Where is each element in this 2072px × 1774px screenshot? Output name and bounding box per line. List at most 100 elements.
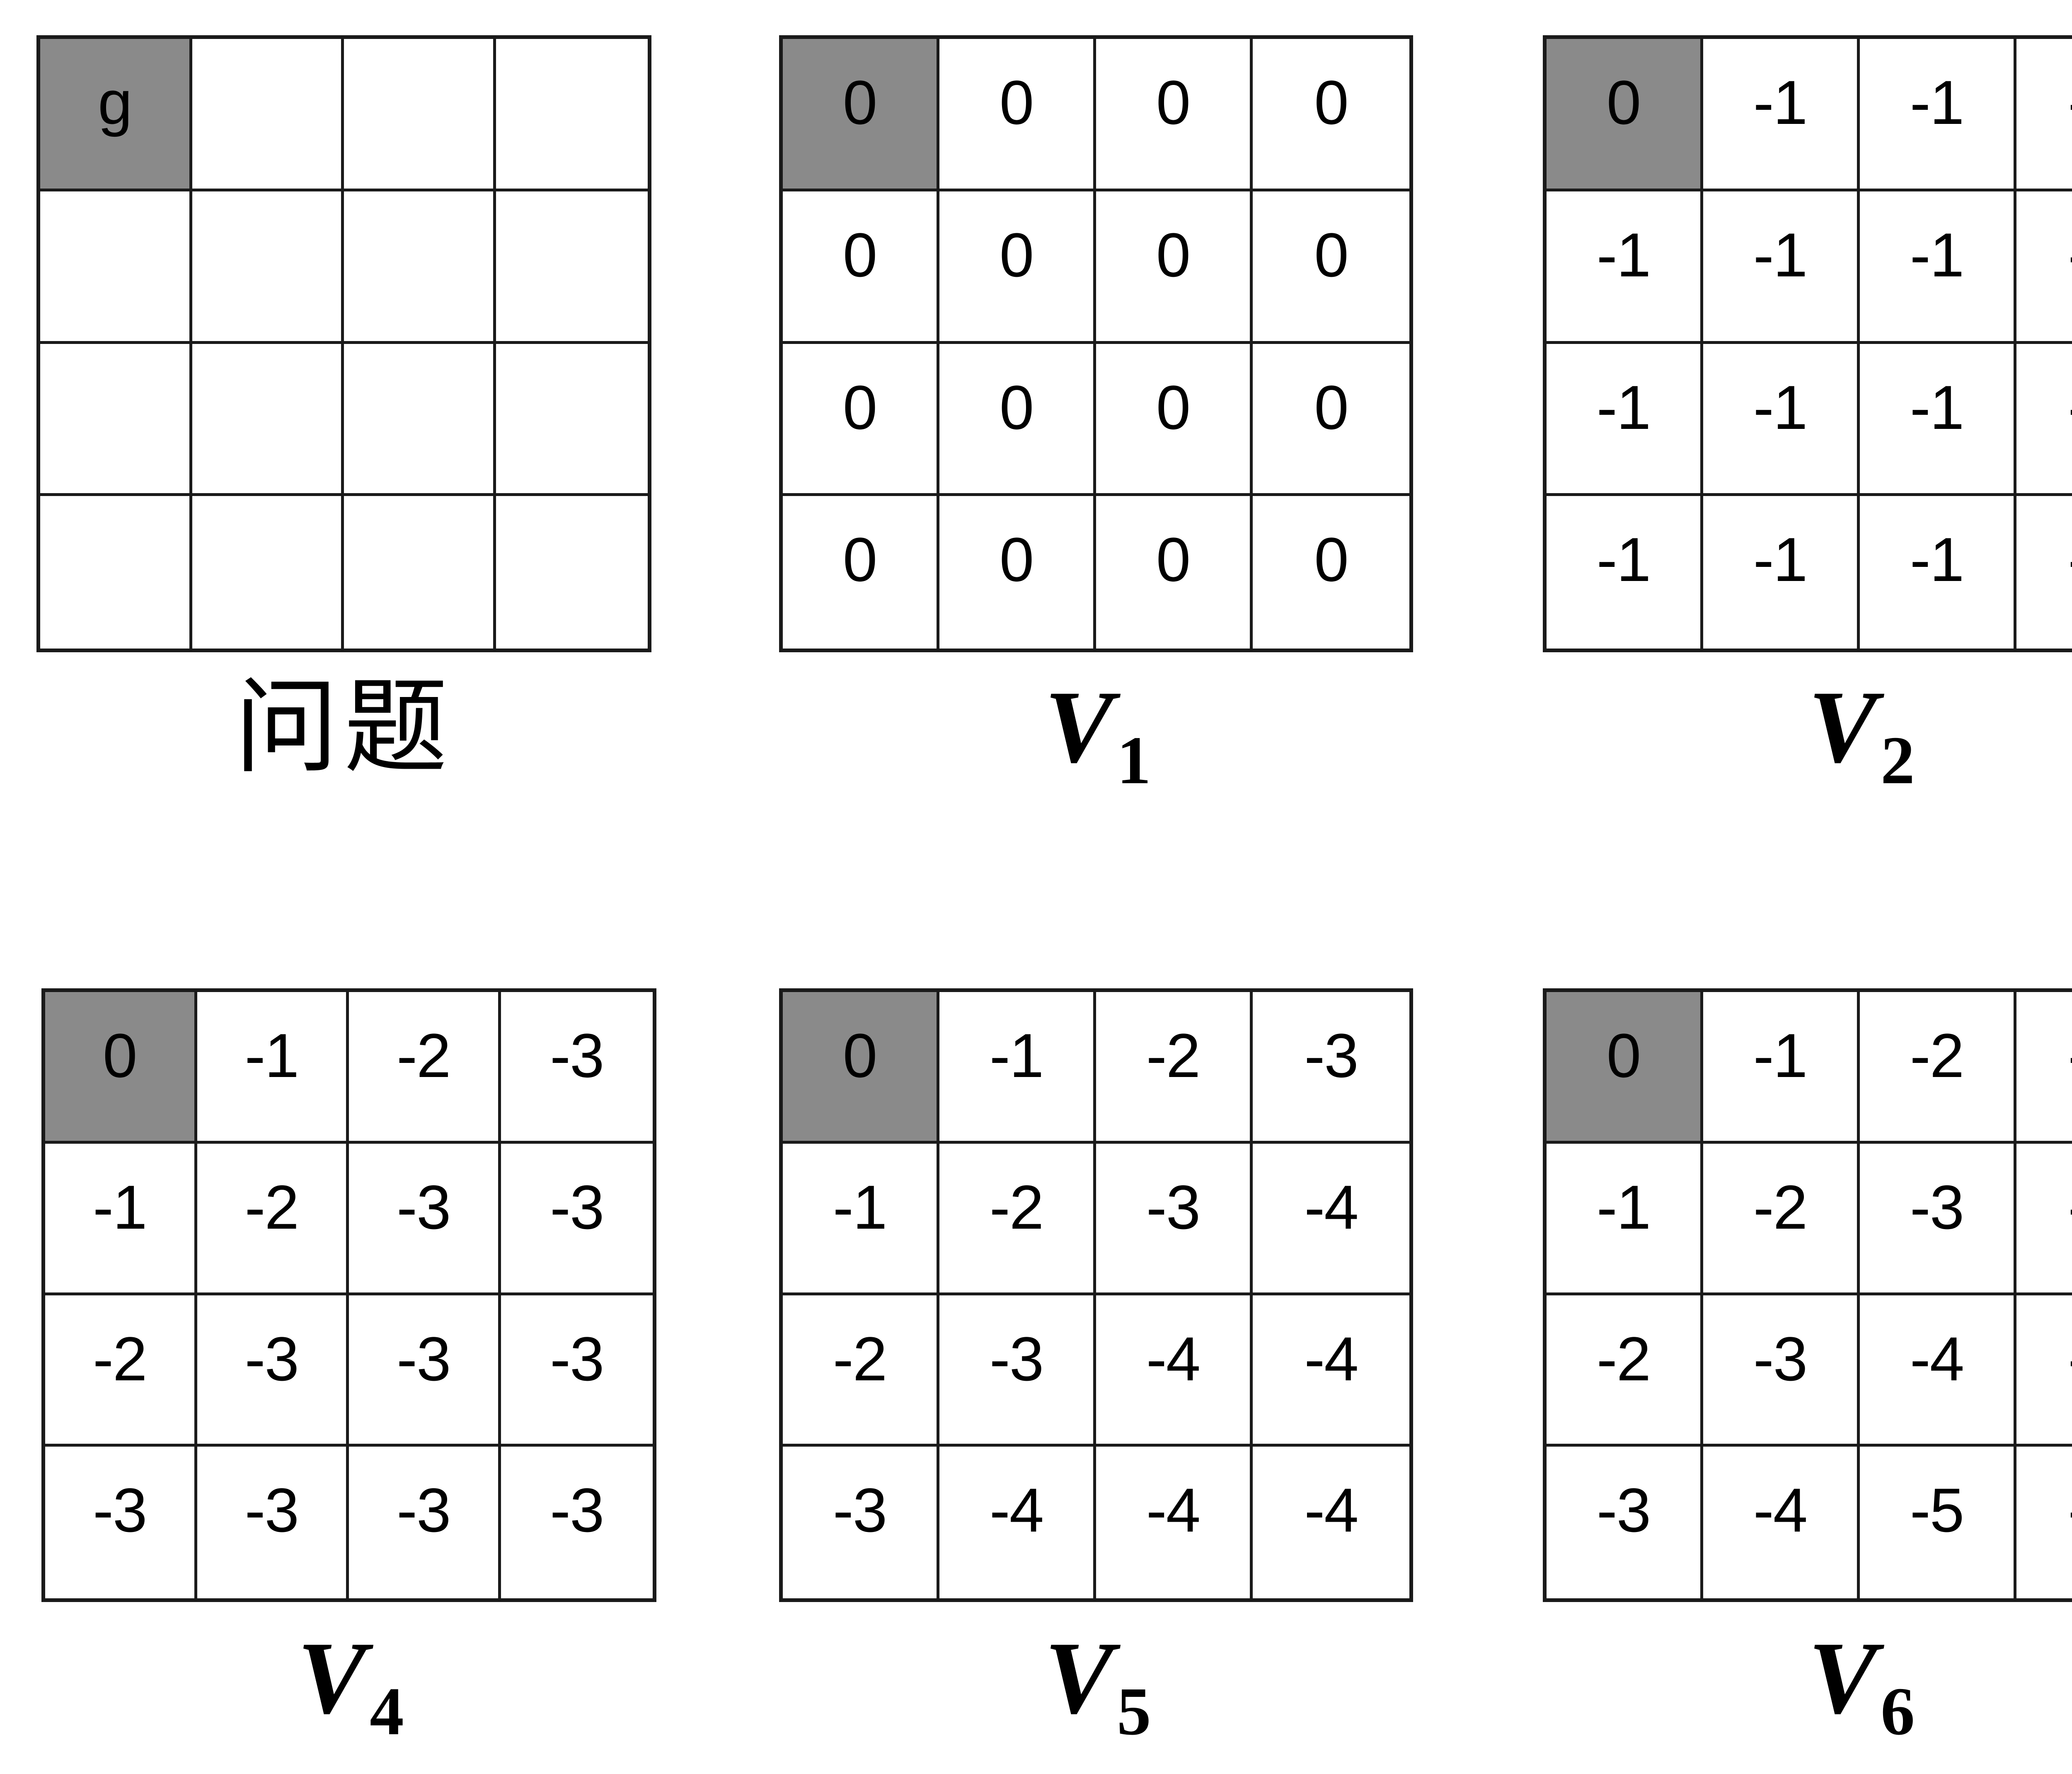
grid-cell: -3: [349, 1447, 501, 1598]
grid-cell: -3: [939, 1295, 1096, 1447]
grid-cell-value: 0: [1156, 372, 1191, 442]
grid-cell-value: -1: [1596, 372, 1651, 442]
caption-subscript: 1: [1117, 722, 1151, 798]
caption-symbol: V: [1044, 1621, 1114, 1735]
grid-cell: -4: [1703, 1447, 1860, 1598]
panel-caption-V1: V1: [779, 675, 1413, 795]
grid-cell-value: -1: [1910, 525, 1964, 595]
grid-cell: 0: [1096, 496, 1253, 649]
grid-cell: -1: [1860, 191, 2016, 344]
grid-cell: -4: [1860, 1295, 2016, 1447]
grid-cell: -3: [501, 1295, 653, 1447]
grid-cell-value: -3: [93, 1475, 147, 1545]
grid-cell-value: -3: [550, 1021, 604, 1090]
grid-cell: -2: [1096, 992, 1253, 1144]
grid-cell: -4: [1253, 1447, 1409, 1598]
grid-cell: -2: [783, 1295, 939, 1447]
grid-cell-value: -1: [93, 1172, 147, 1242]
grid-cell-value: -4: [1910, 1324, 1964, 1394]
grid-cell-value: -1: [1910, 68, 1964, 137]
grid-cell-value: 0: [999, 372, 1034, 442]
grid-cell: [192, 496, 344, 649]
grid-cell-value: -4: [2068, 1176, 2072, 1238]
grid-cell: 0: [783, 496, 939, 649]
caption-subscript: 6: [1881, 1673, 1915, 1749]
grid-cell-value: -2: [1146, 1021, 1201, 1090]
grid-cell: 0: [1096, 191, 1253, 344]
caption-subscript: 5: [1117, 1673, 1151, 1749]
grid-cell-value: -1: [1596, 220, 1651, 290]
grid-cell-value: -5: [2068, 1479, 2072, 1541]
grid-cell-value: -3: [2068, 1024, 2072, 1087]
grid-cell-value: -2: [1910, 1021, 1964, 1090]
grid-cell-value: -3: [244, 1475, 299, 1545]
grid-cell: -1: [1547, 496, 1703, 649]
grid-cell-value: 0: [1156, 68, 1191, 137]
grid-cell-value: -3: [989, 1324, 1044, 1394]
grid-cell: 0: [1253, 496, 1409, 649]
grid-cell: -1: [2016, 39, 2072, 191]
grid-cell-value: -1: [244, 1021, 299, 1090]
grid-cell: -3: [501, 1143, 653, 1295]
grid-cell-value: -1: [1753, 68, 1808, 137]
grid-cell-value: 0: [842, 525, 877, 595]
caption-symbol: V: [1808, 1621, 1878, 1735]
grid-cell: 0: [1096, 39, 1253, 191]
grid-cell-value: -3: [397, 1172, 451, 1242]
grid-cell: 0: [939, 39, 1096, 191]
grid-cell: -1: [1860, 39, 2016, 191]
grid-cell: [344, 344, 496, 496]
grid-cell-value: -2: [833, 1324, 887, 1394]
caption-symbol: V: [297, 1621, 367, 1735]
grid-cell-value: -2: [989, 1172, 1044, 1242]
grid-cell-value: -3: [550, 1475, 604, 1545]
grid-cell-value: -1: [1753, 372, 1808, 442]
grid-cell-value: 0: [1314, 220, 1348, 290]
grid-cell: -1: [197, 992, 349, 1144]
grid-cell: [192, 191, 344, 344]
grid-cell-goal: 0: [1547, 39, 1703, 191]
grid-cell-goal: g: [40, 39, 192, 191]
grid-cell: -1: [1703, 191, 1860, 344]
grid-cell: [40, 496, 192, 649]
grid-cell-value: -2: [1753, 1172, 1808, 1242]
grid-cell: -3: [1547, 1447, 1703, 1598]
grid-cell-value: 0: [999, 525, 1034, 595]
grid-cell: -2: [939, 1143, 1096, 1295]
grid-cell: -1: [783, 1143, 939, 1295]
grid-cell: 0: [1253, 39, 1409, 191]
grid-cell-value: -1: [2068, 376, 2072, 438]
grid-cell: -1: [1547, 1143, 1703, 1295]
grid-cell-value: 0: [1314, 372, 1348, 442]
grid-cell: -2: [45, 1295, 197, 1447]
grid-cell-value: -5: [1910, 1475, 1964, 1545]
value-grid-V4: 0-1-2-3-1-2-3-3-2-3-3-3-3-3-3-3: [41, 988, 656, 1602]
grid-cell-value: -3: [397, 1324, 451, 1394]
grid-cell: -1: [2016, 496, 2072, 649]
grid-cell: -3: [501, 992, 653, 1144]
grid-cell-goal: 0: [1547, 992, 1703, 1144]
grid-cell-value: 0: [842, 220, 877, 290]
grid-cell: -3: [349, 1143, 501, 1295]
grid-cell-goal: 0: [783, 992, 939, 1144]
grid-cell: -1: [1547, 191, 1703, 344]
grid-cell: -3: [1253, 992, 1409, 1144]
grid-cell-goal: 0: [783, 39, 939, 191]
grid-cell-value: -3: [244, 1324, 299, 1394]
grid-cell: [344, 191, 496, 344]
value-grid-V2: 0-1-1-1-1-1-1-1-1-1-1-1-1-1-1-1: [1543, 35, 2072, 652]
grid-cell-value: 0: [1314, 525, 1348, 595]
grid-cell-value: 0: [1606, 68, 1641, 137]
value-grid-problem: g: [36, 35, 651, 652]
grid-cell-value: 0: [842, 372, 877, 442]
grid-cell-value: -1: [1596, 525, 1651, 595]
grid-cell-value: -2: [1596, 1324, 1651, 1394]
grid-cell: -3: [1096, 1143, 1253, 1295]
grid-cell: -4: [1253, 1143, 1409, 1295]
grid-cell: -1: [45, 1143, 197, 1295]
grid-cell: -1: [2016, 191, 2072, 344]
grid-cell-value: 0: [103, 1021, 137, 1090]
grid-cell: -1: [1860, 496, 2016, 649]
